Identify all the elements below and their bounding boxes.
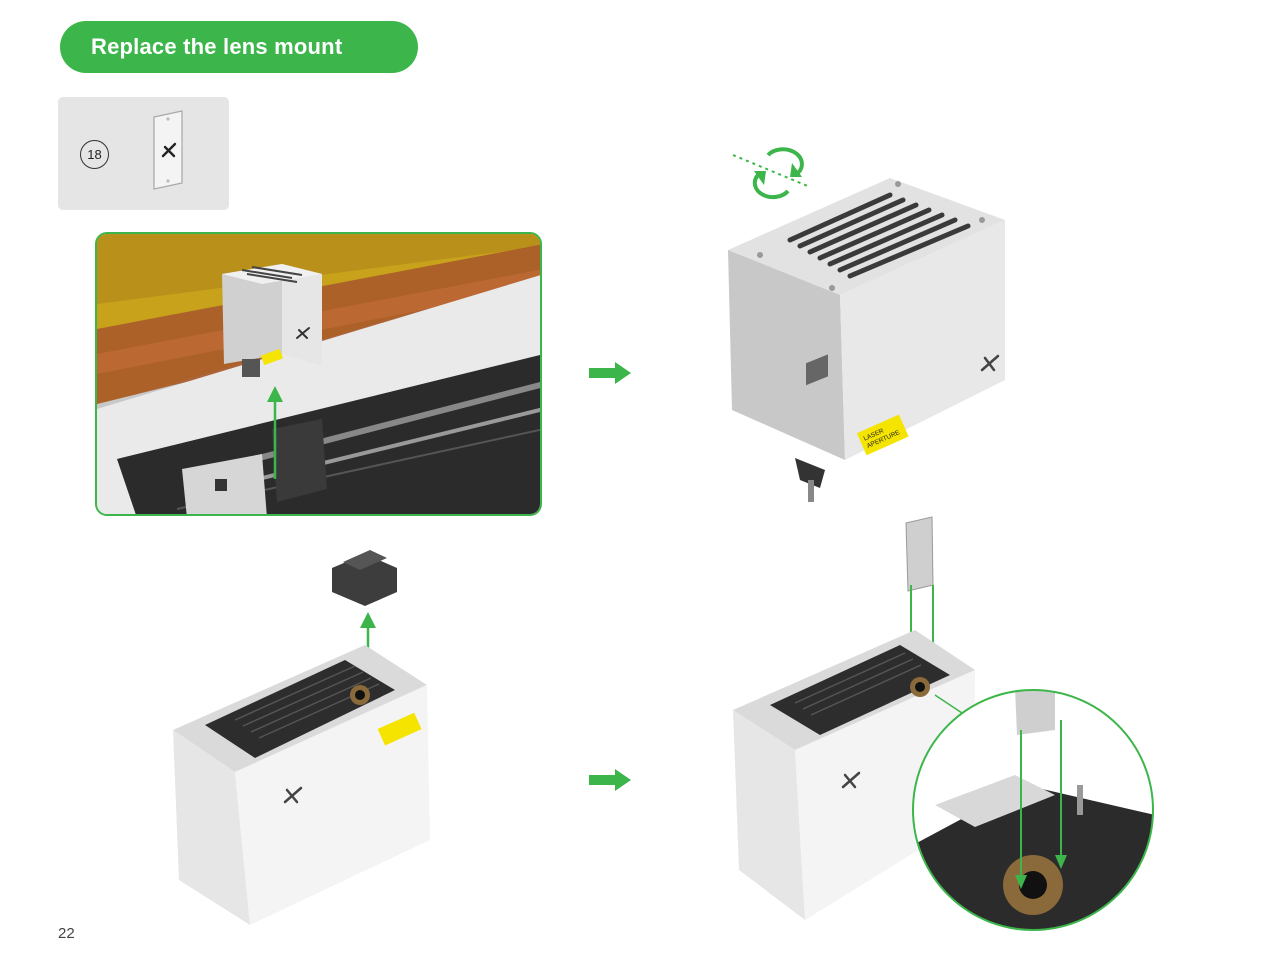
brand-x-icon bbox=[161, 142, 177, 158]
right-arrow-icon bbox=[589, 362, 631, 384]
brand-x-icon bbox=[980, 354, 1000, 372]
up-arrow-icon bbox=[267, 386, 283, 479]
down-arrow-icon bbox=[1015, 720, 1067, 889]
brand-x-icon bbox=[296, 327, 310, 339]
rotate-icon bbox=[732, 147, 811, 200]
page-number: 22 bbox=[58, 925, 75, 942]
section-title: Replace the lens mount bbox=[60, 21, 418, 73]
qr-code-icon bbox=[806, 354, 828, 386]
brand-x-icon bbox=[283, 786, 303, 804]
right-arrow-icon bbox=[589, 769, 631, 791]
lens-mount-plate-image bbox=[153, 110, 183, 190]
parts-box: 18 bbox=[58, 97, 229, 210]
part-quantity-badge: 18 bbox=[80, 140, 109, 169]
install-lens-mount-illustration bbox=[733, 516, 1154, 931]
machine-photo bbox=[95, 232, 542, 516]
brand-x-icon bbox=[841, 771, 861, 789]
module-lens-removed-illustration bbox=[173, 550, 430, 925]
laser-module-illustration: LASER APERTURE bbox=[728, 178, 1005, 502]
